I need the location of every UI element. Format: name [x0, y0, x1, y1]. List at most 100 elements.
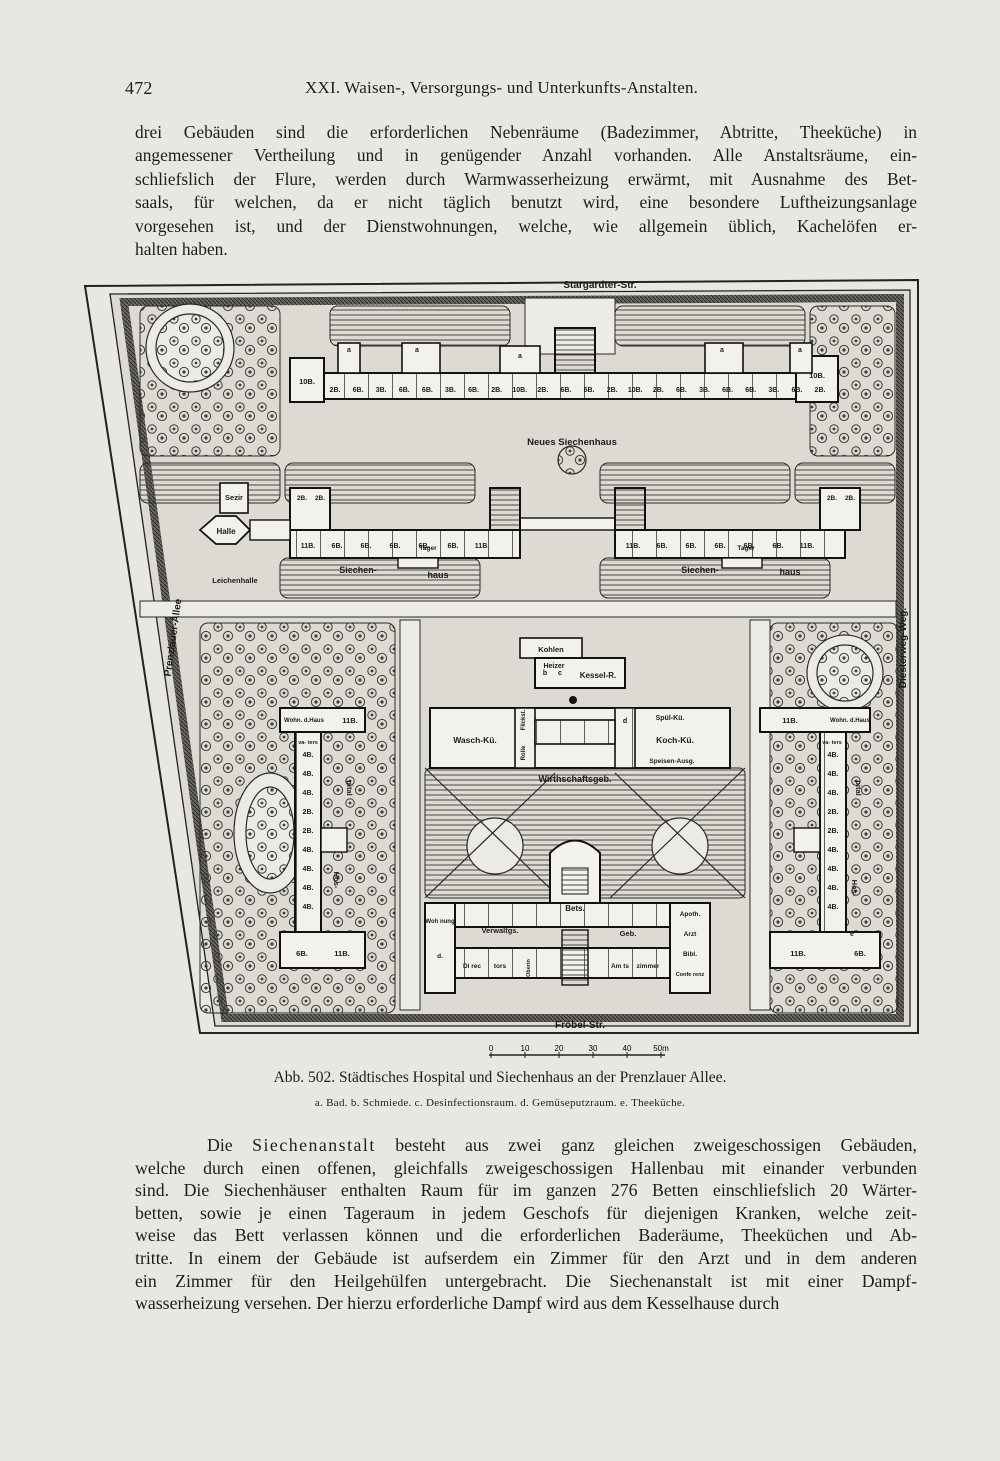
label-kitchen: Koch-Kü.: [656, 735, 694, 745]
text-line: sind. Die Siechenhäuser enthalten Raum f…: [135, 1180, 917, 1201]
text-line: angemessener Vertheilung und in genügend…: [135, 145, 917, 166]
label-apothecary: Apoth.: [680, 911, 701, 918]
room-code: 4B.: [303, 904, 314, 911]
room-code: 6B.: [448, 543, 459, 550]
room-code: 4B.: [828, 790, 839, 797]
label-house-father-left: Wohn. d.Haus: [284, 718, 325, 724]
room-code: 4B.: [828, 866, 839, 873]
street-south-label: Fröbel-Str.: [555, 1020, 605, 1031]
scale-tick-label: 40: [623, 1044, 632, 1053]
label-hospital-left-b: pital: [345, 780, 354, 795]
paragraph-top: drei Gebäuden sind die erforderlichen Ne…: [135, 121, 917, 261]
text-line: wasserheizung versehen. Der hierzu erfor…: [135, 1293, 780, 1314]
room-code: 2B.: [828, 828, 839, 835]
room-code: 6B.: [745, 387, 756, 394]
room-code: 6B.: [296, 949, 308, 958]
label-admin-a: Verwaltgs.: [481, 926, 518, 935]
label-infirmary-left-a: Siechen-: [339, 565, 377, 575]
paragraph-bottom: Die Siechenanstalt besteht aus zwei ganz…: [135, 1134, 917, 1315]
room-codes-wings: 11B.4B.4B.4B.2B.2B.4B.4B.4B.4B.6B.11B.11…: [296, 716, 866, 958]
street-north-label: Stargardter-Str.: [563, 280, 637, 291]
room-code: 2B.: [297, 495, 307, 502]
chapter-title: XXI. Waisen-, Versorgungs- und Unterkunf…: [305, 78, 699, 97]
room-code: 6B.: [584, 387, 595, 394]
site-fence: [119, 293, 904, 1022]
figure-title: Städtisches Hospital und Siechenhaus an …: [339, 1069, 727, 1086]
figure-legend: a. Bad. b. Schmiede. c. Desinfectionsrau…: [314, 1097, 686, 1109]
label-laundry: Wasch-Kü.: [453, 735, 497, 745]
infirmary-buildings: [198, 482, 861, 569]
room-code: 6B.: [657, 543, 668, 550]
room-code: 10B.: [628, 387, 643, 394]
text-line: weise das Bett verlassen können und die …: [135, 1225, 917, 1246]
room-code: 6B.: [361, 543, 372, 550]
room-code: 11B.: [800, 543, 814, 550]
room-code: 2B.: [303, 809, 314, 816]
room-code: 6B.: [353, 387, 364, 394]
text-line: tritte. In einem der Gebäude ist aufserd…: [135, 1247, 917, 1268]
text-line: Die Siechenanstalt besteht aus zwei ganz…: [135, 1134, 917, 1157]
room-code: 11B.: [782, 716, 797, 725]
label-boiler: Kessel-R.: [580, 671, 616, 680]
room-code: 4B.: [303, 771, 314, 778]
room-code: 6B.: [399, 387, 410, 394]
line-rest: besteht aus zwei ganz gleichen zweigesch…: [375, 1135, 918, 1155]
text-line: drei Gebäuden sind die erforderlichen Ne…: [135, 122, 917, 142]
room-code: 4B.: [828, 885, 839, 892]
room-letter: e: [850, 931, 854, 938]
room-code: 6B.: [791, 387, 802, 394]
room-code: 6B.: [773, 543, 784, 550]
room-code: 2B.: [845, 495, 855, 502]
room-code: 6B.: [332, 543, 343, 550]
room-letter: a: [347, 347, 351, 354]
figure-caption: Abb. 502. Städtisches Hospital und Siech…: [150, 1069, 850, 1087]
room-code: 6B.: [854, 949, 866, 958]
room-code: 4B.: [303, 885, 314, 892]
room-code: 4B.: [828, 904, 839, 911]
room-letter: a: [798, 347, 802, 354]
room-code: 6B.: [744, 543, 755, 550]
label-infirmary-right-b: haus: [779, 567, 800, 577]
label-morgue: Leichenhalle: [212, 576, 257, 585]
figure-number: Abb. 502.: [273, 1069, 336, 1086]
administration-building: [424, 839, 711, 994]
room-code: 4B.: [303, 866, 314, 873]
room-code: 4B.: [828, 771, 839, 778]
page-number: 472: [125, 78, 153, 98]
label-heaters: Heizer: [543, 663, 564, 670]
room-code: 2B.: [607, 387, 618, 394]
utility-building: [429, 637, 731, 769]
garden-circles: [145, 303, 884, 894]
room-code: 2B.: [315, 495, 325, 502]
room-code: 6B.: [422, 387, 433, 394]
site-plan: Stargardter-Str. Fröbel-Str. Prenzlauer-…: [83, 278, 919, 1034]
room-letter: a: [518, 353, 522, 360]
label-coal: Kohlen: [538, 645, 564, 654]
text-line: ein Zimmer für den Heilgehülfen untergeb…: [135, 1270, 917, 1291]
room-letter: a: [415, 347, 419, 354]
label-infirmary-right-a: Siechen-: [681, 565, 719, 575]
room-code: 6B.: [686, 543, 697, 550]
label-house-father-right: Wohn. d.Haus: [830, 718, 871, 724]
label-food-issue: Speisen-Ausg.: [649, 758, 694, 765]
room-code: 3B.: [376, 387, 387, 394]
room-code: 4B.: [828, 847, 839, 854]
room-code: 3B.: [768, 387, 779, 394]
scale-tick-label: 50m: [653, 1044, 669, 1053]
room-code: 10B.: [512, 387, 527, 394]
room-code: 4B.: [303, 847, 314, 854]
room-letter: b: [543, 670, 547, 677]
internal-roads: [139, 297, 897, 1011]
label-hospital-right-b: pital: [854, 780, 863, 795]
label-new-infirmary: Neues Siechenhaus: [527, 437, 617, 448]
label-physician: Arzt: [684, 931, 697, 938]
hospital-wings: [279, 707, 881, 969]
room-code: 11B.: [334, 949, 349, 958]
label-utility: Wirthschaftsgeb.: [539, 774, 612, 784]
text-line: welche durch einen offenen, gleichfalls …: [135, 1157, 917, 1178]
label-hospital-left-a: Hos-: [332, 872, 341, 889]
label-daycare-right: Tager: [737, 545, 755, 552]
room-code: 11B.: [626, 543, 640, 550]
